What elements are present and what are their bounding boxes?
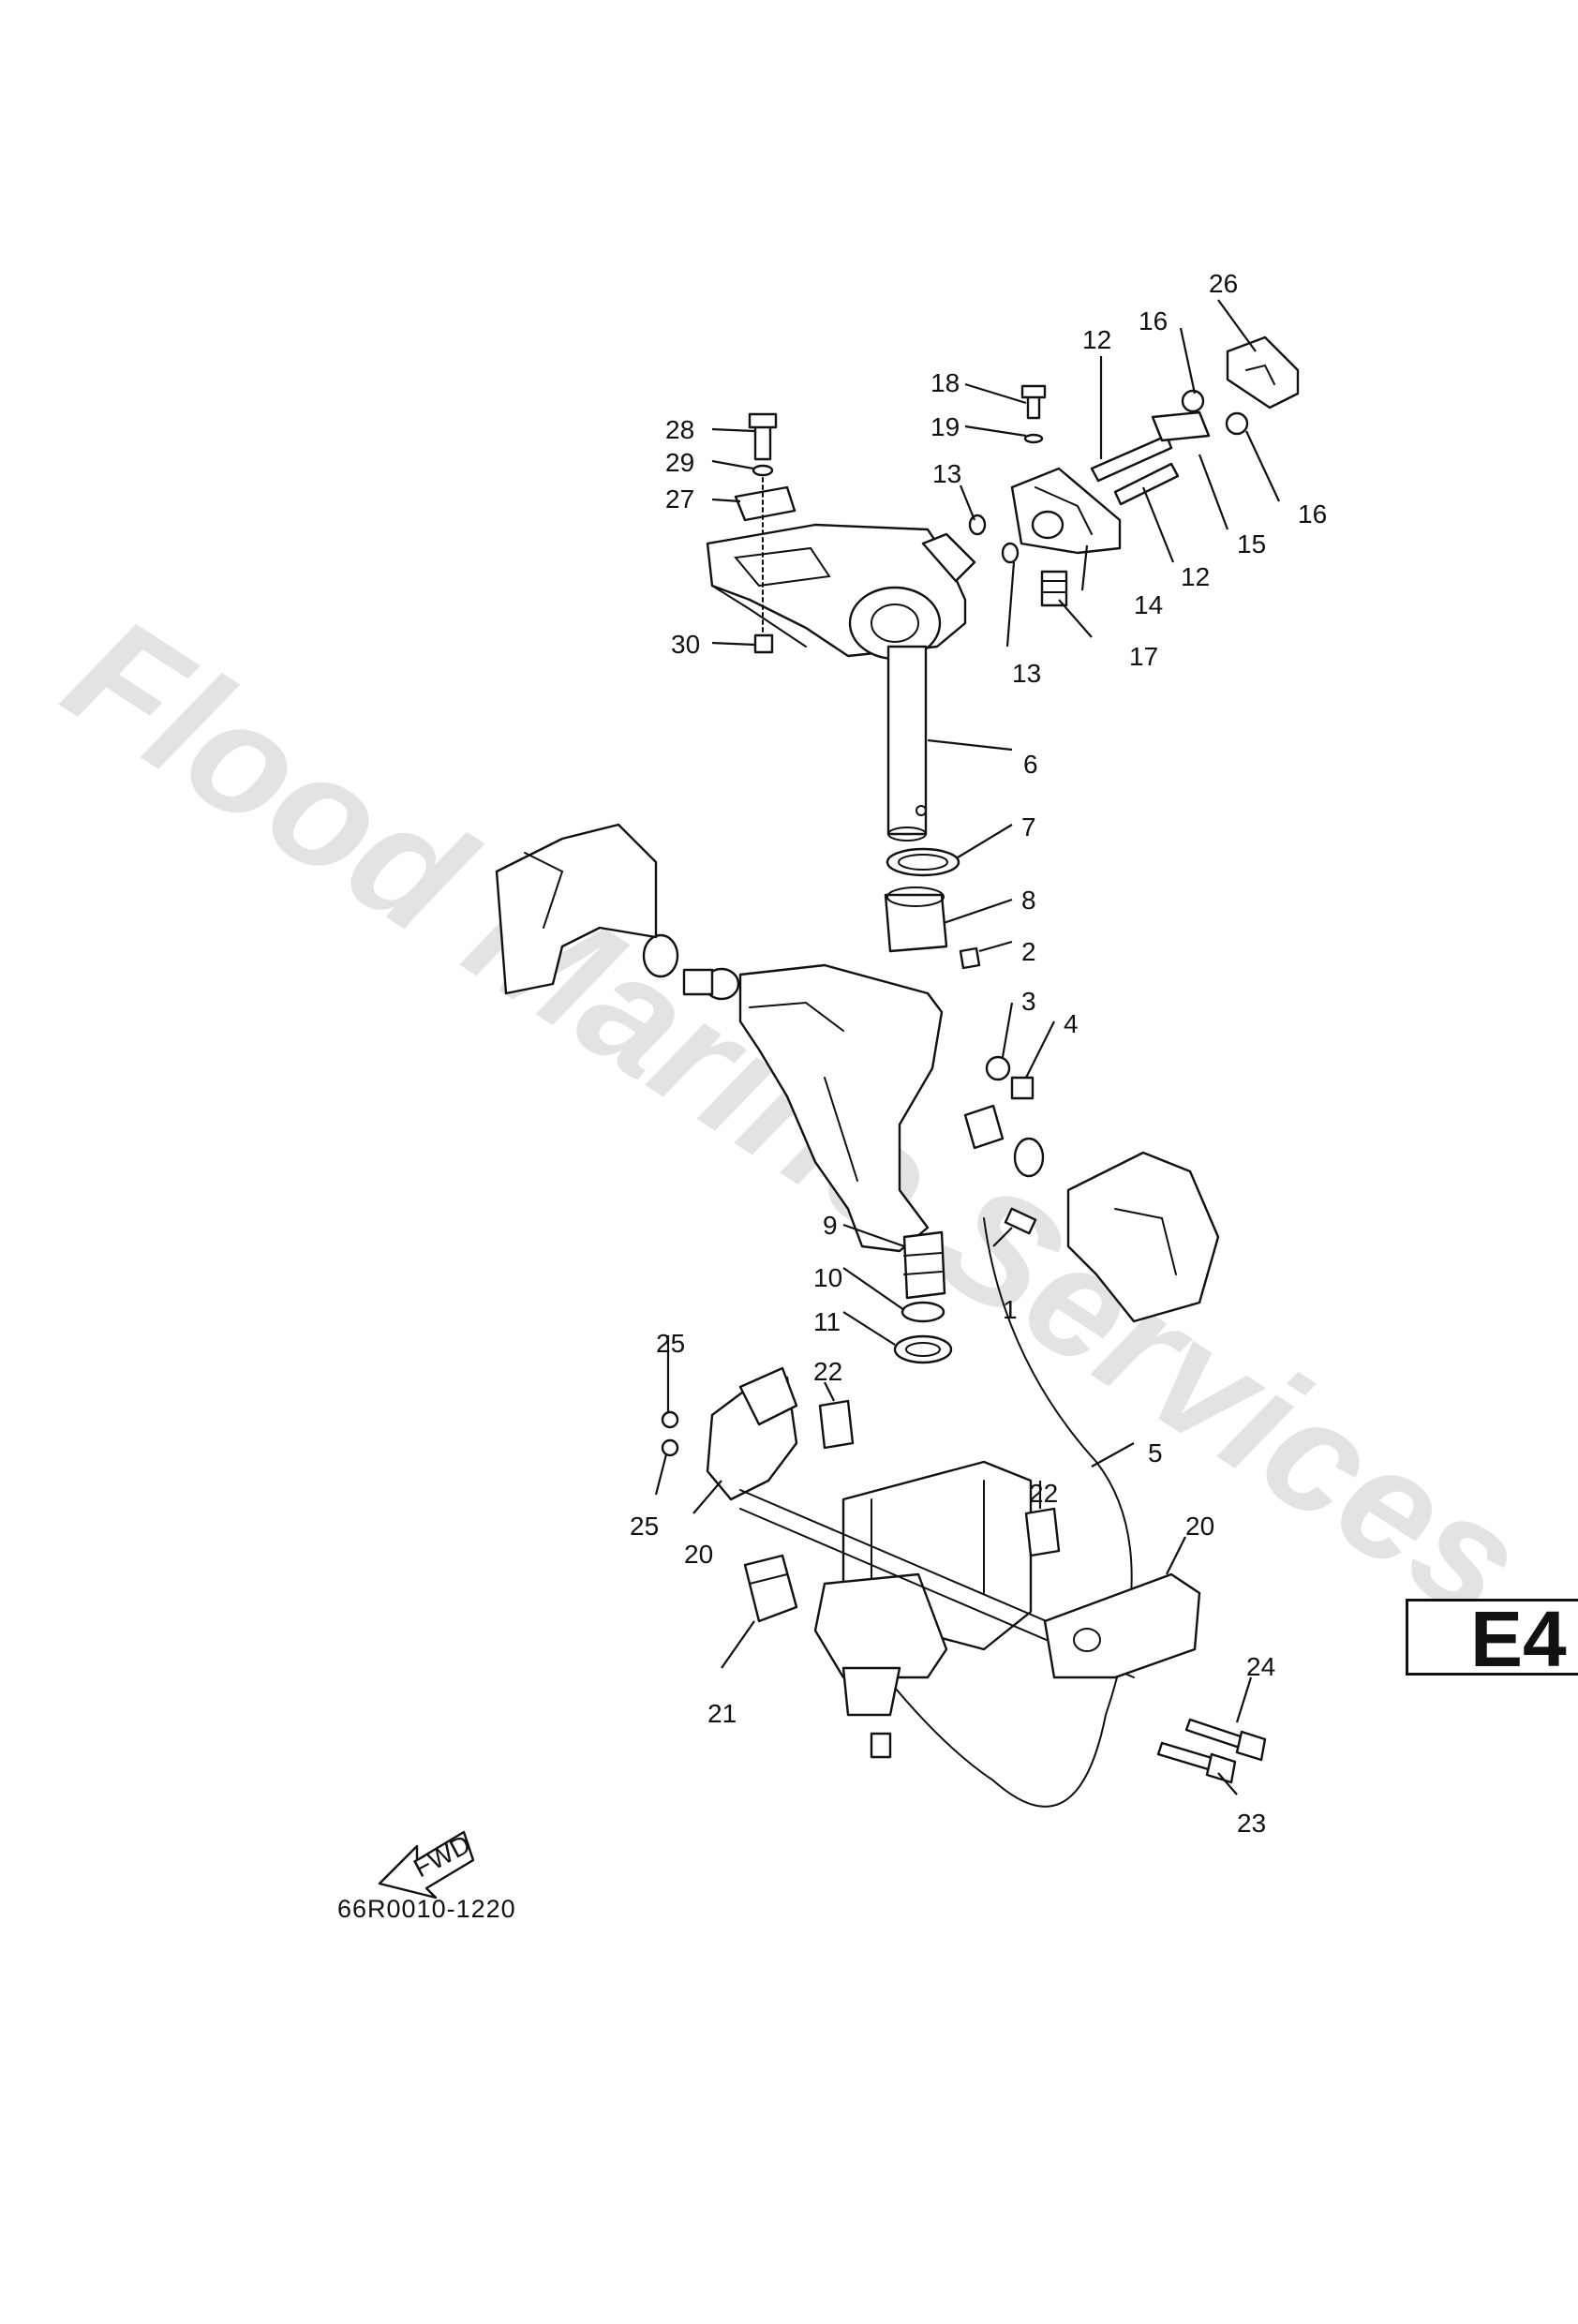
callout-6: 6 (1023, 750, 1038, 779)
callout-20-right: 20 (1185, 1512, 1214, 1541)
lower-mount (813, 1460, 1033, 1759)
callout-2: 2 (1021, 937, 1036, 966)
callout-10: 10 (813, 1263, 842, 1292)
callout-4: 4 (1064, 1009, 1079, 1038)
studs-plate-group (1090, 335, 1300, 506)
callout-19: 19 (930, 412, 960, 441)
steering-bracket (706, 523, 976, 661)
callout-18: 18 (930, 368, 960, 397)
callout-5: 5 (1148, 1438, 1163, 1467)
callout-11: 11 (813, 1307, 841, 1336)
callout-24: 24 (1246, 1652, 1275, 1681)
callout-8: 8 (1021, 886, 1036, 915)
callout-25-top: 25 (656, 1329, 685, 1358)
callout-7: 7 (1021, 812, 1036, 842)
callout-29: 29 (665, 448, 694, 477)
callout-26: 26 (1209, 269, 1238, 298)
callout-16-bottom: 16 (1298, 499, 1327, 529)
steering-shaft (886, 645, 928, 842)
fwd-arrow-icon: FWD (378, 1829, 475, 1899)
clamp-group (968, 384, 1122, 607)
seal-bush-group (884, 847, 981, 970)
callout-labels: 26 16 12 18 19 13 28 29 27 30 13 17 14 1… (630, 269, 1327, 1838)
leader-lines (654, 299, 1280, 1795)
callout-14: 14 (1134, 590, 1163, 619)
callout-23: 23 (1237, 1809, 1266, 1838)
mount-bracket-group (661, 1366, 1201, 1679)
swivel-bracket (642, 933, 1045, 1253)
callout-13-bottom: 13 (1012, 659, 1041, 688)
bolt-group (1156, 1718, 1267, 1784)
callout-1: 1 (1003, 1295, 1018, 1324)
callout-3: 3 (1021, 987, 1036, 1016)
callout-21: 21 (707, 1699, 737, 1728)
callout-16-top: 16 (1139, 306, 1168, 335)
callout-27: 27 (665, 484, 694, 514)
watermark: Flood Marine Services (37, 583, 1553, 1653)
callout-17: 17 (1129, 642, 1158, 671)
callout-20-left: 20 (684, 1540, 713, 1569)
callout-12-bottom: 12 (1181, 562, 1210, 591)
callout-30: 30 (671, 630, 700, 659)
lower-bush-group (893, 1230, 953, 1364)
callout-28: 28 (665, 415, 694, 444)
callout-22-right: 22 (1029, 1479, 1058, 1508)
page-tab: E4 (1406, 1599, 1578, 1676)
callout-15: 15 (1237, 529, 1266, 559)
callout-12-top: 12 (1082, 325, 1111, 354)
callout-9: 9 (823, 1211, 838, 1240)
callout-25-bottom: 25 (630, 1512, 659, 1541)
callout-13-top: 13 (932, 459, 961, 488)
clamp-brackets (495, 823, 1220, 1323)
diagram-part-number: 66R0010-1220 (337, 1895, 516, 1923)
callout-22-left: 22 (813, 1357, 842, 1386)
page-tab-label: E4 (1470, 1599, 1567, 1676)
bolt-plate-group (734, 412, 796, 654)
